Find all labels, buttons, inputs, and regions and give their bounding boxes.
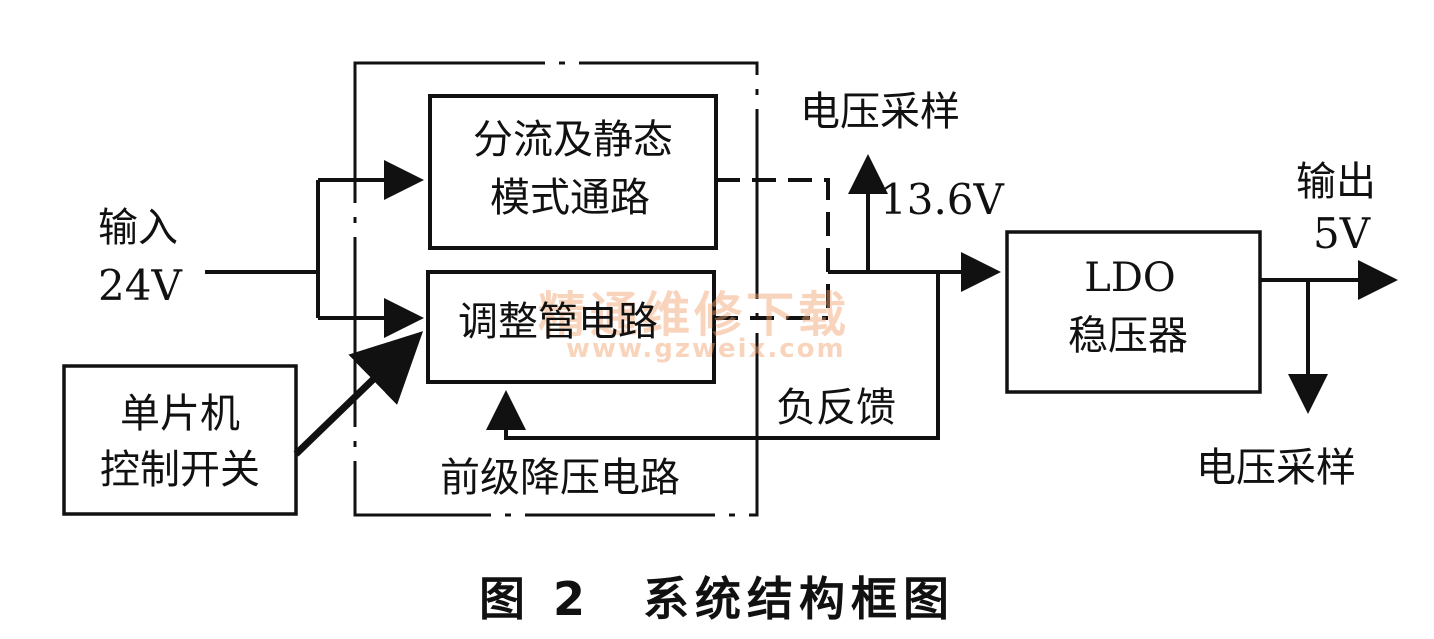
watermark-text: 精通维修下载 bbox=[538, 287, 851, 343]
output-name-label: 输出 bbox=[1296, 159, 1376, 205]
negative-feedback-label: 负反馈 bbox=[776, 385, 896, 431]
mcu-block-label-2: 控制开关 bbox=[100, 447, 260, 493]
figure-caption: 图 2 系统结构框图 bbox=[478, 572, 956, 626]
prestage-enclosure bbox=[353, 61, 759, 517]
ldo-block-label-2: 稳压器 bbox=[1068, 313, 1188, 359]
input-name-label: 输入 bbox=[98, 205, 178, 251]
shunt-block-label-2: 模式通路 bbox=[490, 175, 650, 221]
regulator-block-label: 调整管电路 bbox=[458, 299, 658, 345]
mid-voltage-label: 13.6V bbox=[880, 175, 1004, 224]
watermark-url: www.gzweix.com bbox=[566, 334, 846, 364]
input-voltage-label: 24V bbox=[98, 261, 182, 310]
voltage-sampling-top-label: 电压采样 bbox=[800, 89, 960, 135]
prestage-label: 前级降压电路 bbox=[440, 455, 680, 501]
regulator-block bbox=[426, 270, 716, 384]
ldo-block-label-1: LDO bbox=[1084, 255, 1176, 301]
shunt-block bbox=[428, 94, 718, 250]
voltage-sampling-bottom-label: 电压采样 bbox=[1196, 445, 1356, 491]
output-voltage-label: 5V bbox=[1313, 209, 1371, 258]
mcu-block-label-1: 单片机 bbox=[120, 391, 240, 437]
ldo-block bbox=[1005, 230, 1262, 394]
shunt-block-label-1: 分流及静态 bbox=[473, 117, 673, 163]
mcu-block bbox=[62, 364, 298, 516]
mcu-control-arrow bbox=[293, 331, 424, 457]
feedback-loop bbox=[486, 272, 940, 440]
